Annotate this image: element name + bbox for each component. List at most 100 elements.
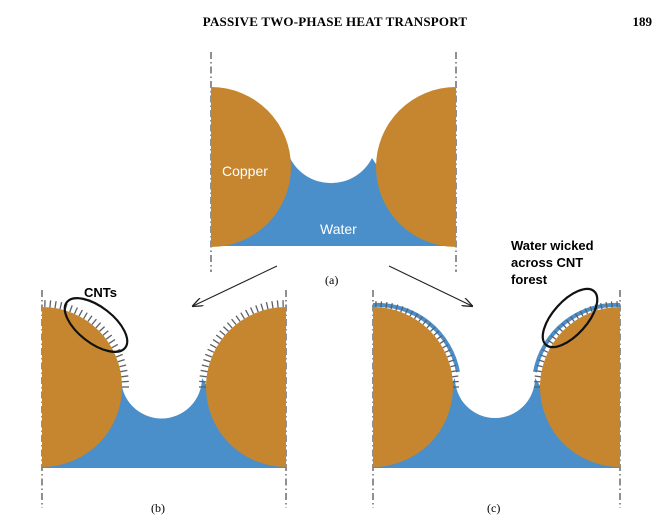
cnt-tick xyxy=(215,334,223,340)
cnt-tick xyxy=(565,319,571,325)
note-line-1: Water wicked xyxy=(511,238,594,253)
cnt-tick xyxy=(536,364,543,368)
cnt-tick xyxy=(426,322,432,329)
cnt-tick xyxy=(450,364,457,368)
panel-c-caption: (c) xyxy=(487,501,500,515)
cnt-tick xyxy=(584,308,589,315)
panel-b: CNTs (b) xyxy=(41,285,287,515)
cnt-tick xyxy=(54,301,57,309)
cnt-tick xyxy=(200,369,208,373)
cnt-tick xyxy=(255,305,259,313)
cnt-tick xyxy=(205,353,213,358)
cnt-tick xyxy=(610,301,613,308)
cnt-tick xyxy=(59,302,63,310)
cnt-tick xyxy=(111,343,119,349)
copper-label: Copper xyxy=(222,163,268,179)
cnt-tick xyxy=(547,339,554,344)
cnt-tick xyxy=(231,318,237,325)
panel-b-caption: (b) xyxy=(151,501,165,515)
cnt-tick xyxy=(579,310,584,317)
cnt-tick xyxy=(91,318,97,325)
cnt-tick xyxy=(452,375,459,378)
water-film-right xyxy=(533,302,621,373)
cnt-tick xyxy=(561,322,567,329)
cnt-tick xyxy=(265,302,269,310)
cnt-tick xyxy=(570,316,575,322)
water-film-left xyxy=(372,302,460,373)
copper-particle-right xyxy=(540,307,620,467)
cnt-tick xyxy=(199,380,207,383)
cnt-tick xyxy=(120,369,128,373)
cnts-label: CNTs xyxy=(84,285,117,300)
cnt-tick xyxy=(119,364,127,368)
cnt-tick xyxy=(78,309,83,317)
cnt-tick xyxy=(69,305,73,313)
cnt-tick xyxy=(235,315,241,322)
cnt-tick xyxy=(538,359,545,363)
cnt-tick xyxy=(207,348,215,353)
cnt-forest-right xyxy=(534,301,618,388)
cnt-tick xyxy=(433,330,440,336)
cnt-tick xyxy=(115,353,123,358)
cnt-tick xyxy=(385,302,388,309)
note-line-3: forest xyxy=(511,272,548,287)
cnt-tick xyxy=(222,326,229,332)
cnt-tick xyxy=(203,358,211,363)
copper-particle-left xyxy=(211,87,291,247)
cnt-tick xyxy=(121,375,129,378)
panel-c: Water wicked across CNT forest (c) xyxy=(372,238,621,515)
cnt-tick xyxy=(276,300,279,308)
cnt-tick xyxy=(199,375,207,378)
cnt-tick xyxy=(390,303,393,310)
panel-a: Copper Water (a) xyxy=(210,52,457,287)
cnt-tick xyxy=(99,326,106,332)
cnt-forest-right xyxy=(199,300,284,388)
cnt-tick xyxy=(540,354,547,358)
cnt-tick xyxy=(117,358,125,363)
cnt-tick xyxy=(395,304,399,311)
cnt-tick xyxy=(557,326,563,332)
cnt-tick xyxy=(436,335,443,340)
cnt-tick xyxy=(87,315,93,322)
water-label: Water xyxy=(320,221,357,237)
cnt-tick xyxy=(73,307,78,315)
cnt-tick xyxy=(600,303,603,310)
cnt-forest-left xyxy=(375,301,459,388)
cnt-tick xyxy=(271,301,274,309)
arrow-to-panel-c xyxy=(388,265,472,306)
cnt-tick xyxy=(574,313,579,320)
copper-particle-right xyxy=(376,87,456,247)
cnt-tick xyxy=(105,334,113,340)
cnt-tick xyxy=(404,308,409,315)
cnt-tick xyxy=(589,306,593,313)
cnt-tick xyxy=(418,316,423,322)
cnt-tick xyxy=(121,380,129,383)
cnt-tick xyxy=(83,312,88,320)
cnt-tick xyxy=(226,322,233,329)
copper-particle-left xyxy=(373,307,453,467)
cnt-tick xyxy=(444,349,451,353)
cnt-tick xyxy=(49,300,52,308)
cnt-tick xyxy=(201,364,209,368)
cnt-tick xyxy=(209,343,217,349)
cnt-tick xyxy=(439,339,446,344)
note-line-2: across CNT xyxy=(511,255,583,270)
water-region xyxy=(211,158,456,246)
wicking-highlight-ellipse xyxy=(541,287,599,349)
water-region xyxy=(42,378,286,468)
cnt-tick xyxy=(95,322,102,329)
cnts-highlight-ellipse xyxy=(63,297,129,353)
cnt-tick xyxy=(380,301,383,308)
arrow-to-panel-b xyxy=(193,265,278,306)
cnt-tick xyxy=(102,330,109,336)
page-number: 189 xyxy=(632,14,653,29)
cnt-tick xyxy=(108,339,116,344)
cnt-tick xyxy=(260,303,264,311)
cnt-tick xyxy=(212,339,220,344)
page-header-title: PASSIVE TWO-PHASE HEAT TRANSPORT xyxy=(202,14,468,29)
panel-a-caption: (a) xyxy=(325,273,338,287)
water-region xyxy=(373,378,620,468)
cnt-forest-left xyxy=(44,300,129,388)
cnt-tick xyxy=(409,310,414,317)
